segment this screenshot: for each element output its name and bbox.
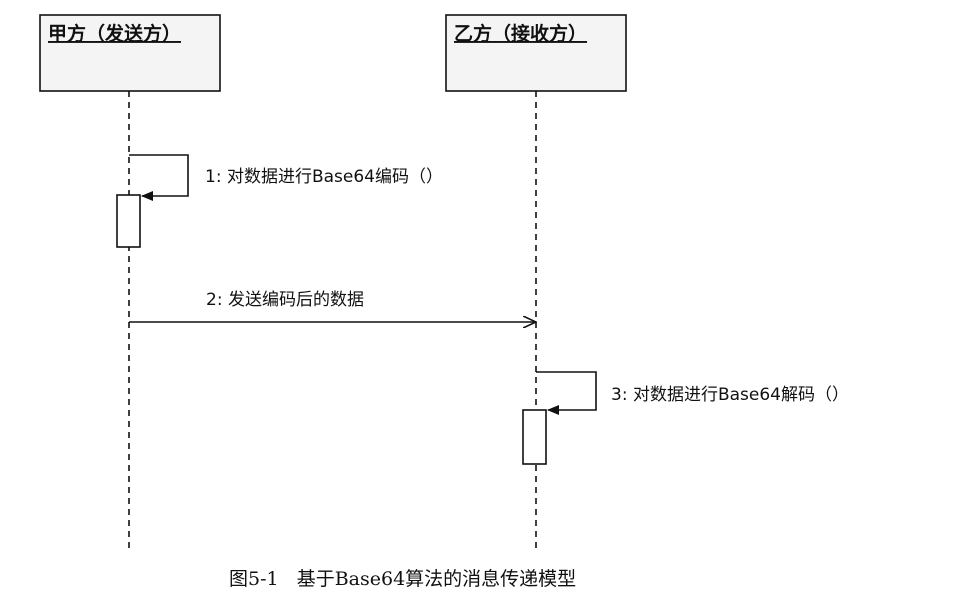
message-2: 2: 发送编码后的数据 [129,290,536,322]
message-3-arrow [536,371,597,415]
participant-receiver-label: 乙方（接收方） [454,22,587,45]
participant-sender: 甲方（发送方） [39,14,221,92]
participant-receiver-box [445,14,627,92]
participant-sender-label: 甲方（发送方） [48,22,181,45]
participant-receiver: 乙方（接收方） [445,14,627,92]
figure-caption: 图5-1 基于Base64算法的消息传递模型 [229,568,576,590]
participant-sender-box [39,14,221,92]
activation-sender [116,194,141,248]
message-1-arrow [129,154,189,201]
message-2-label: 2: 发送编码后的数据 [206,290,364,310]
message-3: 3: 对数据进行Base64解码（） [536,371,849,415]
message-1-label: 1: 对数据进行Base64编码（） [205,167,443,187]
message-3-label: 3: 对数据进行Base64解码（） [611,385,849,405]
activation-receiver [522,409,547,465]
message-1: 1: 对数据进行Base64编码（） [129,154,443,201]
